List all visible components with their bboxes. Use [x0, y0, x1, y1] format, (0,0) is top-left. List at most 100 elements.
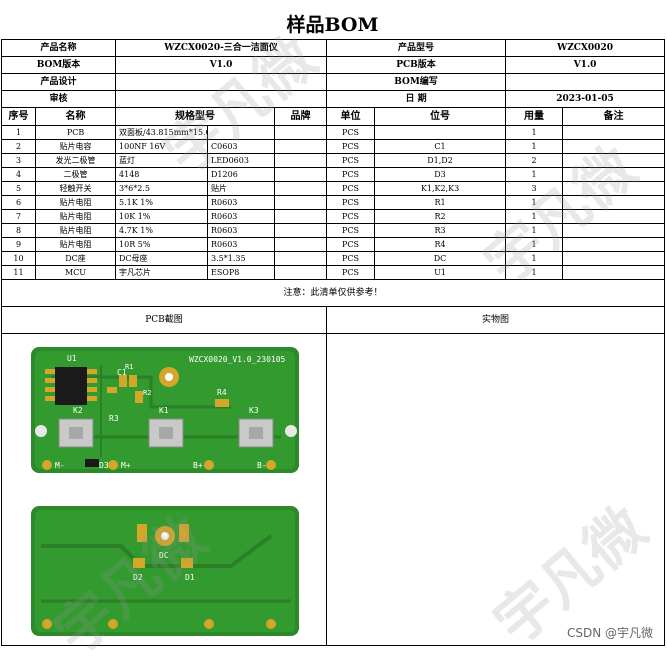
row-spec: 5.1K 1%	[115, 195, 209, 210]
row-qty: 2	[505, 153, 564, 168]
row-unit: PCS	[326, 209, 376, 224]
section-header-row: PCB截图 实物图	[0, 306, 666, 334]
row-brand	[274, 251, 328, 266]
bom-no-label: BOM编写	[326, 73, 507, 91]
row-name: 贴片电阻	[34, 237, 117, 252]
row-package: 3.5*1.35	[207, 251, 276, 266]
row-remark	[562, 265, 666, 280]
row-index: 9	[1, 237, 36, 252]
pcb-label-k3: K3	[249, 406, 259, 415]
bom-version-label: BOM版本	[0, 56, 117, 74]
row-package: 贴片	[207, 181, 276, 196]
row-remark	[562, 181, 666, 196]
row-qty: 1	[505, 265, 564, 280]
row-remark	[562, 251, 666, 266]
column-header-row: 序号 名称 规格型号 品牌 单位 位号 用量 备注	[1, 107, 666, 126]
switch-k2	[58, 418, 94, 448]
info-row-4: 审核 日 期 2023-01-05	[0, 90, 666, 108]
row-remark	[562, 223, 666, 238]
row-unit: PCS	[326, 251, 376, 266]
row-spec: 100NF 16V	[115, 139, 209, 154]
row-remark	[562, 153, 666, 168]
csdn-credit: CSDN @宇凡微	[566, 626, 653, 640]
row-remark	[562, 167, 666, 182]
design-label: 产品设计	[0, 73, 117, 91]
pcb-label-r4: R4	[217, 388, 227, 397]
row-brand	[274, 167, 328, 182]
col-header-brand: 品牌	[274, 107, 328, 126]
row-unit: PCS	[326, 167, 376, 182]
row-ref: D1,D2	[374, 153, 507, 168]
row-qty: 1	[505, 195, 564, 210]
row-remark	[562, 209, 666, 224]
pcb-label-b-minus: B-	[257, 461, 267, 470]
pcb-bottom-label-d1: D1	[185, 573, 195, 582]
pcb-version-label: PCB版本	[326, 56, 507, 74]
info-row-3: 产品设计 BOM编写	[0, 73, 666, 91]
row-spec: 双面板/43.815mm*15.088mm*1.0mm	[115, 125, 209, 140]
pcb-bottom-label-dc: DC	[159, 551, 169, 560]
row-index: 7	[1, 209, 36, 224]
row-ref: R4	[374, 237, 507, 252]
switch-k1	[148, 418, 184, 448]
product-model-label: 产品型号	[326, 39, 507, 57]
pcb-label-r3: R3	[109, 414, 119, 423]
bom-sheet: 样品BOM 产品名称 WZCX0020-三合一洁面仪 产品型号 WZCX0020…	[0, 14, 666, 668]
row-qty: 1	[505, 237, 564, 252]
bom-table: 产品名称 WZCX0020-三合一洁面仪 产品型号 WZCX0020 BOM版本…	[0, 39, 666, 646]
row-name: MCU	[34, 265, 117, 280]
row-package: D1206	[207, 167, 276, 182]
row-index: 4	[1, 167, 36, 182]
row-brand	[274, 209, 328, 224]
row-brand	[274, 181, 328, 196]
pcb-label-m-minus: M-	[55, 461, 65, 470]
row-brand	[274, 237, 328, 252]
col-header-index: 序号	[1, 107, 36, 126]
pcb-label-r2: R2	[143, 389, 151, 397]
row-ref: K1,K2,K3	[374, 181, 507, 196]
row-package: LED0603	[207, 153, 276, 168]
row-remark	[562, 139, 666, 154]
bom-rows: 1PCB双面板/43.815mm*15.088mm*1.0mmPCS12贴片电容…	[1, 125, 666, 280]
row-spec: 宇凡芯片	[115, 265, 209, 280]
row-ref	[374, 125, 507, 140]
pcb-label-r1: R1	[125, 363, 133, 371]
row-unit: PCS	[326, 195, 376, 210]
row-name: 轻触开关	[34, 181, 117, 196]
row-index: 11	[1, 265, 36, 280]
design-value	[115, 73, 328, 91]
row-brand	[274, 139, 328, 154]
photo-section-label: 实物图	[326, 306, 666, 334]
review-label: 审核	[0, 90, 117, 108]
row-name: DC座	[34, 251, 117, 266]
row-brand	[274, 153, 328, 168]
row-name: 二极管	[34, 167, 117, 182]
row-remark	[562, 195, 666, 210]
pcb-board-label: WZCX0020_V1.0_230105	[189, 355, 286, 364]
info-row-1: 产品名称 WZCX0020-三合一洁面仪 产品型号 WZCX0020	[0, 39, 666, 57]
row-index: 3	[1, 153, 36, 168]
bom-no-value	[505, 73, 666, 91]
date-label: 日 期	[326, 90, 507, 108]
product-name-value: WZCX0020-三合一洁面仪	[115, 39, 328, 57]
row-package: R0603	[207, 223, 276, 238]
row-unit: PCS	[326, 125, 376, 140]
col-header-ref: 位号	[374, 107, 507, 126]
row-package: C0603	[207, 139, 276, 154]
row-unit: PCS	[326, 181, 376, 196]
pcb-bottom-label-d2: D2	[133, 573, 143, 582]
row-brand	[274, 195, 328, 210]
photo-cell	[326, 333, 666, 646]
row-brand	[274, 125, 328, 140]
review-value	[115, 90, 328, 108]
row-name: 贴片电阻	[34, 209, 117, 224]
pcb-label-b-plus: B+	[193, 461, 203, 470]
u1-chip	[55, 367, 87, 405]
row-qty: 1	[505, 209, 564, 224]
row-index: 10	[1, 251, 36, 266]
